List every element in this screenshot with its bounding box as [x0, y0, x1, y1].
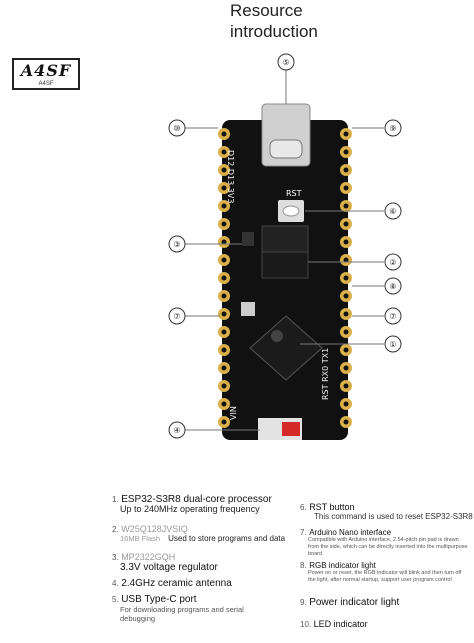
legend-item-8: 8. RGB indicator light Power on or reset…	[300, 561, 462, 583]
legend-item-6: 6. RST button This command is used to re…	[300, 502, 473, 521]
page-title: Resource introduction	[230, 0, 318, 42]
brand-logo: A4SF A4SF	[12, 58, 80, 90]
silk-vin: VIN	[229, 406, 238, 420]
callout-4: ④	[173, 426, 180, 435]
callout-7-right: ⑦	[389, 312, 396, 321]
silk-rst: RST	[286, 189, 302, 198]
title-line-1: Resource	[230, 1, 303, 20]
legend-item-5: 5. USB Type-C port For downloading progr…	[112, 594, 244, 623]
legend-item-10: 10. LED indicator	[300, 619, 368, 629]
legend-item-2: 2. W25Q128JVSIQ 16MB Flash Used to store…	[112, 524, 286, 544]
silk-bottom-right: RST RX0 TX1	[321, 348, 330, 400]
legend-item-9: 9. Power indicator light	[300, 597, 400, 608]
callout-6: ⑥	[389, 207, 396, 216]
legend-item-7: 7. Arduino Nano interface Compatible wit…	[300, 528, 468, 557]
logo-text: A4SF	[20, 61, 72, 80]
callout-8: ⑧	[389, 282, 396, 291]
flash-chip	[261, 225, 309, 253]
board-diagram: D12 D13 3V3 RST RST RX0 TX1 VIN ⑤ ⑩ ⑨ ⑥ …	[168, 53, 402, 440]
board-pcb	[222, 120, 348, 440]
callout-9: ⑨	[389, 124, 396, 133]
callout-7-left: ⑦	[173, 312, 180, 321]
callout-3: ③	[173, 240, 180, 249]
legend-item-3: 3. MP2322GQH 3.3V voltage regulator	[112, 552, 218, 574]
logo-subtext: A4SF	[38, 81, 54, 87]
silk-top-pins: D12 D13 3V3	[226, 150, 235, 203]
callout-2: ②	[389, 258, 396, 267]
title-line-2: introduction	[230, 22, 318, 41]
esp32-chip	[249, 315, 323, 381]
rgb-led	[241, 302, 255, 316]
ceramic-antenna	[282, 422, 300, 436]
legend-item-4: 4. 2.4GHz ceramic antenna	[112, 578, 232, 589]
callout-10: ⑩	[173, 124, 180, 133]
legend-item-1: 1. ESP32-S3R8 dual-core processor Up to …	[112, 494, 272, 514]
callout-5: ⑤	[282, 58, 289, 67]
callout-1: ①	[389, 340, 396, 349]
